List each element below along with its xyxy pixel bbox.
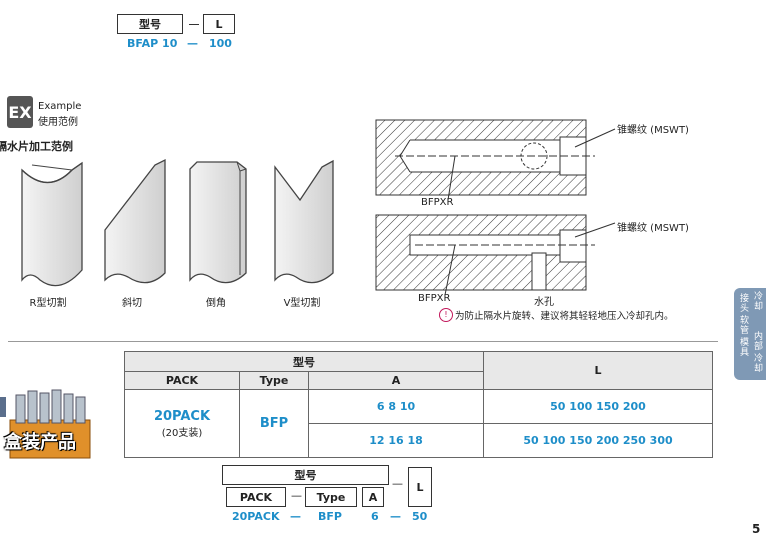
bottom-dash-value-2: — xyxy=(390,510,401,523)
bottom-pack-label: PACK xyxy=(226,487,286,507)
thread-label-2: 锥螺纹 (MSWT) xyxy=(617,223,689,234)
bottom-type-value: BFP xyxy=(318,510,342,523)
sidebar-text-6: 冷却 xyxy=(754,354,764,374)
table-pack-cell: 20PACK (20支装) xyxy=(124,389,240,458)
divider xyxy=(8,341,718,342)
bottom-type-label: Type xyxy=(305,487,357,507)
sidebar-text-3: 软管 xyxy=(740,316,750,336)
part-label-2: BFPXR xyxy=(418,293,451,304)
top-l-value: 100 xyxy=(209,37,232,50)
shape-label-v: V型切割 xyxy=(283,298,321,309)
bottom-a-value: 6 xyxy=(371,510,379,523)
a-row-1: 6 8 10 xyxy=(308,389,484,424)
top-model-value: BFAP 10 xyxy=(127,37,178,50)
l-row-1: 50 100 150 200 xyxy=(483,389,713,424)
box-product-label: 盒装产品 xyxy=(4,432,76,453)
note-icon: ! xyxy=(439,308,453,322)
box-product-image xyxy=(0,389,91,459)
shape-label-r: R型切割 xyxy=(29,298,67,309)
sidebar-tab[interactable]: 冷却 接头 软管 模具 内部 冷却 xyxy=(734,288,766,380)
table-col-pack: PACK xyxy=(124,371,240,390)
table-header-model: 型号 xyxy=(124,351,484,372)
section-title: 隔水片加工范例 xyxy=(0,140,73,153)
example-en: Example xyxy=(38,101,82,112)
sidebar-text-4: 模具 xyxy=(740,338,750,358)
part-label-1: BFPXR xyxy=(421,197,454,208)
pack-name: 20PACK xyxy=(153,408,211,424)
bottom-dash-1: — xyxy=(291,489,302,502)
water-hole-label: 水孔 xyxy=(534,297,554,308)
table-col-type: Type xyxy=(239,371,309,390)
shape-label-slant: 斜切 xyxy=(122,298,142,309)
l-row-2: 50 100 150 200 250 300 xyxy=(483,423,713,458)
sidebar-text-1: 冷却 xyxy=(754,292,764,312)
example-cn: 使用范例 xyxy=(38,117,78,128)
bottom-model-label: 型号 xyxy=(222,465,389,485)
bottom-dash-value-1: — xyxy=(290,510,301,523)
page-number: 5 xyxy=(752,522,761,536)
example-logo-text: EX xyxy=(8,102,32,122)
thread-label-1: 锥螺纹 (MSWT) xyxy=(617,125,689,136)
shapes-illustration xyxy=(21,158,334,287)
bottom-pack-value: 20PACK xyxy=(232,510,280,523)
top-model-label: 型号 xyxy=(117,14,183,34)
example-logo: EX xyxy=(7,96,33,128)
sidebar-text-2: 接头 xyxy=(740,294,750,314)
pack-sub: (20支装) xyxy=(161,427,203,439)
top-dash xyxy=(189,24,199,25)
bottom-dash-2: — xyxy=(392,477,403,490)
table-col-a: A xyxy=(308,371,484,390)
spec-table: 型号 L PACK Type A 20PACK (20支装) BFP 6 8 1… xyxy=(124,351,713,458)
bottom-a-label: A xyxy=(362,487,384,507)
cooling-diagram xyxy=(375,119,616,295)
bottom-l-label: L xyxy=(408,467,432,507)
table-header-l: L xyxy=(483,351,713,390)
note-text: 为防止隔水片旋转、建议将其轻轻地压入冷却孔内。 xyxy=(455,311,674,322)
top-l-label: L xyxy=(203,14,235,34)
sidebar-text-5: 内部 xyxy=(754,332,764,352)
shape-label-chamfer: 倒角 xyxy=(206,298,226,309)
type-cell: BFP xyxy=(239,389,309,458)
bottom-l-value: 50 xyxy=(412,510,428,523)
a-row-2: 12 16 18 xyxy=(308,423,484,458)
top-dash-value: — xyxy=(187,37,198,50)
